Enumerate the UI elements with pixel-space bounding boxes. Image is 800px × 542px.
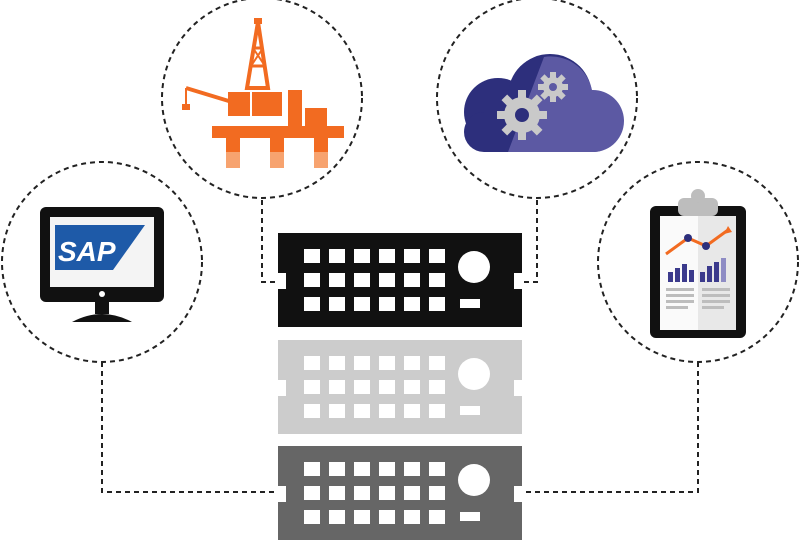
- server-unit-top: [278, 233, 522, 327]
- connector-sap: [101, 362, 278, 493]
- sap-logo-text: SAP: [58, 236, 116, 267]
- connector-cloud: [522, 200, 538, 283]
- server-unit-middle: [278, 340, 522, 434]
- connector-rig: [261, 200, 278, 283]
- server-unit-bottom: [278, 446, 522, 540]
- cloud-gears-icon: [464, 54, 625, 153]
- oil-rig-icon: [182, 18, 344, 168]
- clipboard-chart-icon: [650, 189, 746, 338]
- connector-report: [522, 362, 699, 493]
- sap-logo-shape: [55, 225, 145, 270]
- connector-lines: [101, 200, 699, 493]
- gear-icon: [497, 90, 547, 140]
- gear-small-icon: [538, 72, 568, 102]
- server-rack-icon: [278, 233, 522, 540]
- monitor-icon: SAP: [40, 207, 164, 322]
